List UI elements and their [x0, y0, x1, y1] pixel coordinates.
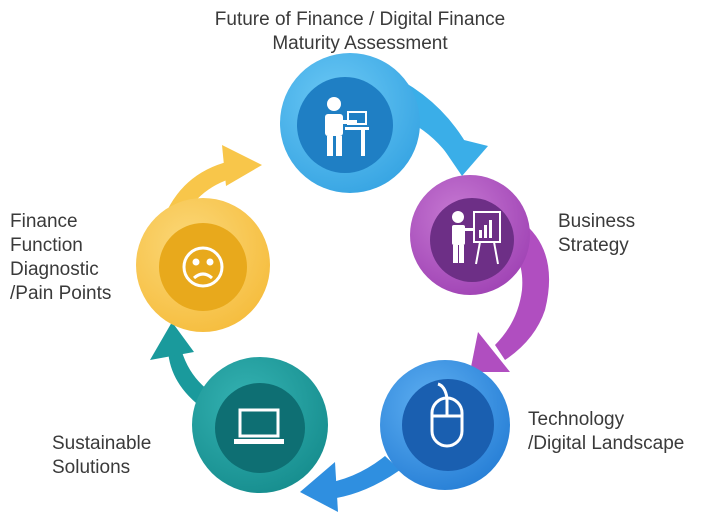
label-technology: Technology /Digital Landscape — [528, 408, 684, 456]
label-finance-line-3: Diagnostic — [10, 259, 99, 280]
label-technology-line-2: /Digital Landscape — [528, 433, 685, 454]
label-business-line-1: Business — [558, 211, 636, 232]
label-finance-line-2: Function — [10, 235, 83, 256]
label-finance-line-4: /Pain Points — [10, 283, 112, 304]
sad-face-icon — [182, 246, 224, 288]
arrow-finance-head — [222, 145, 262, 186]
label-business-line-2: Strategy — [558, 235, 629, 256]
label-business: Business Strategy — [558, 210, 635, 258]
stage-business — [410, 175, 550, 372]
stage-future — [280, 53, 488, 193]
laptop-icon — [234, 408, 284, 444]
arrow-sustainable-head — [150, 322, 194, 360]
label-finance: Finance Function Diagnostic /Pain Points — [10, 210, 111, 306]
arrow-technology — [320, 456, 400, 500]
stage-technology — [300, 360, 510, 512]
arrow-business-head — [470, 332, 510, 372]
label-future-line-1: Future of Finance / Digital Finance — [214, 9, 506, 30]
label-sustainable: Sustainable Solutions — [52, 432, 151, 480]
arrow-technology-head — [300, 462, 338, 512]
label-sustainable-line-2: Solutions — [52, 457, 131, 478]
mouse-icon — [430, 382, 464, 448]
presentation-icon — [452, 211, 501, 265]
label-future-line-2: Maturity Assessment — [272, 33, 448, 54]
label-sustainable-line-1: Sustainable — [52, 433, 152, 454]
arrow-business — [495, 220, 550, 360]
person-at-computer-icon — [325, 97, 369, 156]
label-finance-line-1: Finance — [10, 211, 78, 232]
label-technology-line-1: Technology — [528, 409, 625, 430]
stage-sustainable — [150, 322, 328, 493]
stage-finance — [136, 145, 270, 332]
label-future: Future of Finance / Digital Finance Matu… — [160, 8, 560, 56]
arrow-future-head — [432, 132, 488, 176]
